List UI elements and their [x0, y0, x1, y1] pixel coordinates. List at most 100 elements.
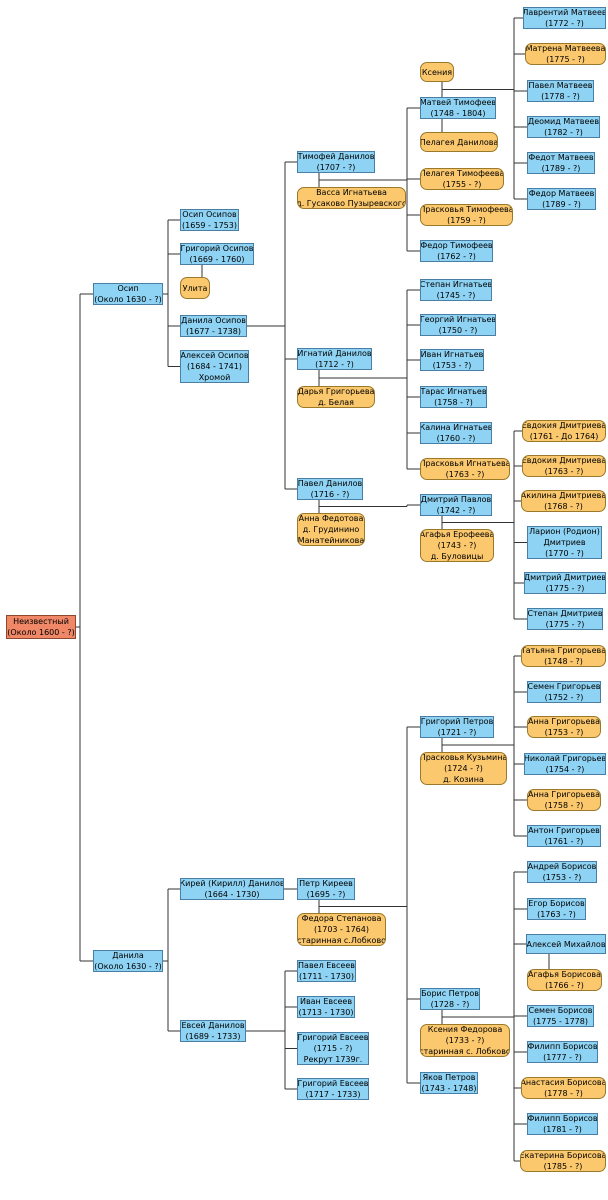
person-ekaterina-bor[interactable]: Екатерина Борисова(1785 - ?) — [520, 1150, 606, 1172]
person-kalina-ign[interactable]: Калина Игнатьев(1760 - ?) — [420, 422, 492, 444]
person-lavrentiy[interactable]: Лаврентий Матвеев(1772 - ?) — [523, 7, 606, 29]
person-dmitriy-pavlov[interactable]: Дмитрий Павлов(1742 - ?) — [420, 494, 492, 516]
person-pavel-matv[interactable]: Павел Матвеев (1778 - ?) — [527, 80, 594, 102]
person-boris-petrov[interactable]: Борис Петров(1728 - ?) — [420, 988, 480, 1010]
person-grigoriy-osipov[interactable]: Григорий Осипов(1669 - 1760) — [180, 243, 254, 265]
person-osip[interactable]: Осип(Около 1630 - ?) — [93, 283, 163, 305]
person-aleksey-mih[interactable]: Алексей Михайлов — [526, 934, 606, 954]
person-georgiy-ign[interactable]: Георгий Игнатьев(1750 - ?) — [420, 314, 496, 336]
person-tatyana[interactable]: Татьяна Григорьева(1748 - ?) — [521, 645, 606, 667]
person-line: (1753 - ?) — [542, 873, 582, 882]
person-anton-gr[interactable]: Антон Григорьев(1761 - ?) — [527, 825, 601, 847]
person-ignatiy[interactable]: Игнатий Данилов(1712 - ?) — [297, 348, 372, 370]
person-larion[interactable]: Ларион (Родион)Дмитриев(1770 - ?) — [527, 526, 602, 559]
person-line: (1768 - ?) — [544, 502, 583, 511]
person-pelageya-tim[interactable]: Пелагея Тимофеева(1755 - ?) — [420, 168, 504, 190]
person-fedora[interactable]: Федора Степанова(1703 - 1764)старинная с… — [297, 913, 386, 946]
person-root[interactable]: Неизвестный(Около 1600 - ?) — [6, 615, 76, 639]
person-line: (1789 - ?) — [541, 164, 581, 173]
person-filipp-bor1[interactable]: Филипп Борисов(1777 - ?) — [527, 1041, 598, 1063]
person-agafya-erofeeva[interactable]: Агафья Ерофеева(1743 - ?)д. Буловицы — [420, 529, 494, 562]
person-anna-gr2[interactable]: Анна Григорьева(1758 - ?) — [527, 789, 601, 811]
person-timofey[interactable]: Тимофей Данилов(1707 - ?) — [297, 151, 375, 173]
person-dmitriy-dm[interactable]: Дмитрий Дмитриев(1775 - ?) — [524, 572, 606, 594]
person-nikolay-gr[interactable]: Николай Григорьев(1754 - ?) — [524, 753, 606, 775]
person-line: (1761 - ?) — [544, 837, 584, 846]
person-line: (1713 - 1730) — [298, 1008, 354, 1017]
person-anastasiya-bor[interactable]: Анастасия Борисова(1778 - ?) — [521, 1077, 606, 1099]
person-line: д. Гусаково Пузыревского — [297, 199, 406, 208]
person-line: Дмитрий Дмитриев — [524, 573, 606, 582]
person-line: Иван Евсеев — [299, 997, 353, 1006]
person-anna-gr1[interactable]: Анна Григорьева(1753 - ?) — [527, 716, 601, 738]
person-aleksey-osipov[interactable]: Алексей Осипов(1684 - 1741)Хромой — [180, 350, 249, 383]
person-line: Анна Григорьева — [528, 790, 600, 799]
person-yakov-petrov[interactable]: Яков Петров(1743 - 1748) — [420, 1072, 478, 1094]
person-line: (Около 1600 - ?) — [7, 628, 75, 637]
person-line: (Около 1630 - ?) — [94, 962, 162, 971]
person-matrena[interactable]: Матрена Матвеева(1775 - ?) — [525, 43, 606, 65]
person-line: (1753 - ?) — [544, 728, 584, 737]
person-kirey[interactable]: Кирей (Кирилл) Данилов(1664 - 1730) — [180, 878, 284, 900]
person-filipp-bor2[interactable]: Филипп Борисов(1781 - ?) — [527, 1113, 598, 1135]
person-line: Татьяна Григорьева — [521, 646, 606, 655]
person-ivan-ign[interactable]: Иван Игнатьев(1753 - ?) — [420, 349, 484, 371]
person-fedot[interactable]: Федот Матвеев(1789 - ?) — [527, 152, 595, 174]
person-evdokiya1[interactable]: Евдокия Дмитриева(1761 - До 1764) — [522, 420, 606, 442]
person-egor-bor[interactable]: Егор Борисов(1763 - ?) — [527, 898, 586, 920]
person-line: (1664 - 1730) — [204, 890, 260, 899]
person-line: (1755 - ?) — [442, 180, 482, 189]
person-line: (1684 - 1741) — [187, 362, 242, 371]
person-line: Игнатий Данилов — [297, 349, 372, 358]
person-line: Осип Осипов — [182, 210, 237, 219]
person-line: Григорий Осипов — [180, 244, 254, 253]
person-petr-kireev[interactable]: Петр Киреев(1695 - ?) — [297, 878, 355, 900]
person-evdokiya2[interactable]: Евдокия Дмитриева(1763 - ?) — [522, 455, 606, 477]
person-pavel-evs[interactable]: Павел Евсеев(1711 - 1730) — [297, 960, 356, 982]
person-evsey[interactable]: Евсей Данилов(1689 - 1733) — [180, 1020, 246, 1042]
person-line: (1775 - 1778) — [533, 1017, 588, 1026]
person-line: Егор Борисов — [528, 899, 585, 908]
person-osip-osipov[interactable]: Осип Осипов(1659 - 1753) — [180, 209, 239, 231]
person-line: (1754 - ?) — [545, 765, 585, 774]
person-akilina[interactable]: Акилина Дмитриева(1768 - ?) — [521, 490, 606, 512]
person-praskovya-kuzm[interactable]: Прасковья Кузьмина(1724 - ?)д. Козина — [420, 752, 507, 785]
person-fedor-matv[interactable]: Федор Матвеев(1789 - ?) — [527, 188, 596, 210]
person-pavel-danilov[interactable]: Павел Данилов(1716 - ?) — [297, 478, 363, 500]
person-grigoriy-evs1[interactable]: Григорий Евсеев(1715 - ?)Рекрут 1739г. — [297, 1032, 369, 1065]
person-praskovya-ign[interactable]: Прасковья Игнатьева(1763 - ?) — [420, 458, 510, 480]
person-grigoriy-evs2[interactable]: Григорий Евсеев(1717 - 1733) — [297, 1078, 369, 1100]
person-agafya-bor[interactable]: Агафья Борисова(1766 - ?) — [527, 969, 602, 991]
person-semen-bor[interactable]: Семен Борисов(1775 - 1778) — [527, 1005, 594, 1027]
person-kseniya-fed[interactable]: Ксения Федорова(1733 - ?)старинная с. Ло… — [420, 1024, 510, 1057]
person-ulita[interactable]: Улита — [180, 277, 210, 299]
person-line: (1759 - ?) — [447, 216, 486, 225]
person-line: Агафья Ерофеева — [420, 530, 494, 539]
person-line: старинная с.Лобково — [297, 936, 386, 945]
person-grigoriy-petrov[interactable]: Григорий Петров(1721 - ?) — [420, 716, 494, 738]
person-semen-gr[interactable]: Семен Григорьев(1752 - ?) — [527, 681, 601, 703]
person-pelageya-danilova[interactable]: Пелагея Данилова — [420, 132, 498, 152]
person-line: (1707 - ?) — [316, 163, 356, 172]
person-ivan-evs[interactable]: Иван Евсеев (1713 - 1730) — [297, 996, 355, 1018]
person-stepan-ign[interactable]: Степан Игнатьев(1745 - ?) — [420, 279, 492, 301]
person-fedor-tim[interactable]: Федор Тимофеев(1762 - ?) — [420, 240, 493, 262]
person-line: Андрей Борисов — [527, 862, 597, 871]
person-matvey[interactable]: Матвей Тимофеев(1748 - 1804) — [420, 97, 496, 119]
person-line: (1778 - ?) — [541, 92, 580, 101]
person-line: Павел Матвеев — [528, 81, 593, 90]
person-kseniya[interactable]: Ксения — [420, 62, 454, 82]
person-danila-osipov[interactable]: Данила Осипов(1677 - 1738) — [180, 315, 247, 337]
person-stepan-dm[interactable]: Степан Дмитриев(1775 - ?) — [527, 608, 603, 630]
person-andrey-bor[interactable]: Андрей Борисов (1753 - ?) — [527, 861, 597, 883]
person-line: д. Буловицы — [430, 552, 484, 561]
person-taras-ign[interactable]: Тарас Игнатьев(1758 - ?) — [420, 386, 487, 408]
person-praskovya-tim[interactable]: Прасковья Тимофеева(1759 - ?) — [420, 204, 513, 226]
person-danila[interactable]: Данила(Около 1630 - ?) — [93, 950, 163, 972]
person-line: Анна Федотова — [298, 514, 364, 523]
person-line: старинная с. Лобково — [420, 1047, 510, 1056]
person-deomid[interactable]: Деомид Матвеев(1782 - ?) — [527, 116, 600, 138]
